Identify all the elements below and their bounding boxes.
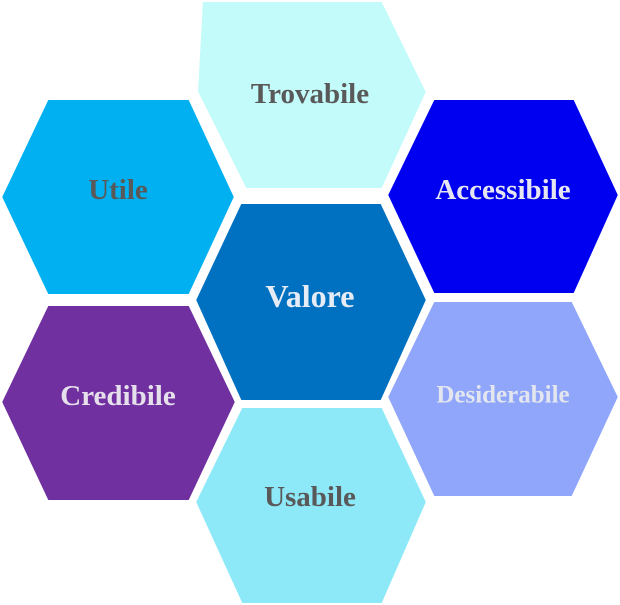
hex-utile: Utile — [0, 96, 239, 298]
hex-trovabile: Trovabile — [193, 0, 431, 192]
hex-trovabile-label: Trovabile — [251, 78, 369, 110]
hex-accessibile-shape — [383, 96, 620, 297]
hex-credibile-label: Credibile — [60, 380, 176, 412]
hex-valore-shape — [191, 200, 431, 404]
hex-usabile-label: Usabile — [264, 481, 356, 513]
hex-usabile-shape — [191, 404, 431, 605]
hex-utile-label: Utile — [88, 174, 148, 206]
hex-valore: Valore — [191, 200, 431, 404]
hex-credibile-shape — [0, 302, 240, 504]
hex-desiderabile: Desiderabile — [383, 298, 620, 500]
hex-trovabile-shape — [193, 0, 431, 192]
hex-utile-shape — [0, 96, 239, 298]
hex-credibile: Credibile — [0, 302, 240, 504]
hex-valore-label: Valore — [266, 278, 355, 314]
hex-desiderabile-label: Desiderabile — [436, 382, 569, 409]
hex-usabile: Usabile — [191, 404, 431, 605]
hex-accessibile-label: Accessibile — [435, 174, 570, 206]
hex-accessibile: Accessibile — [383, 96, 620, 297]
